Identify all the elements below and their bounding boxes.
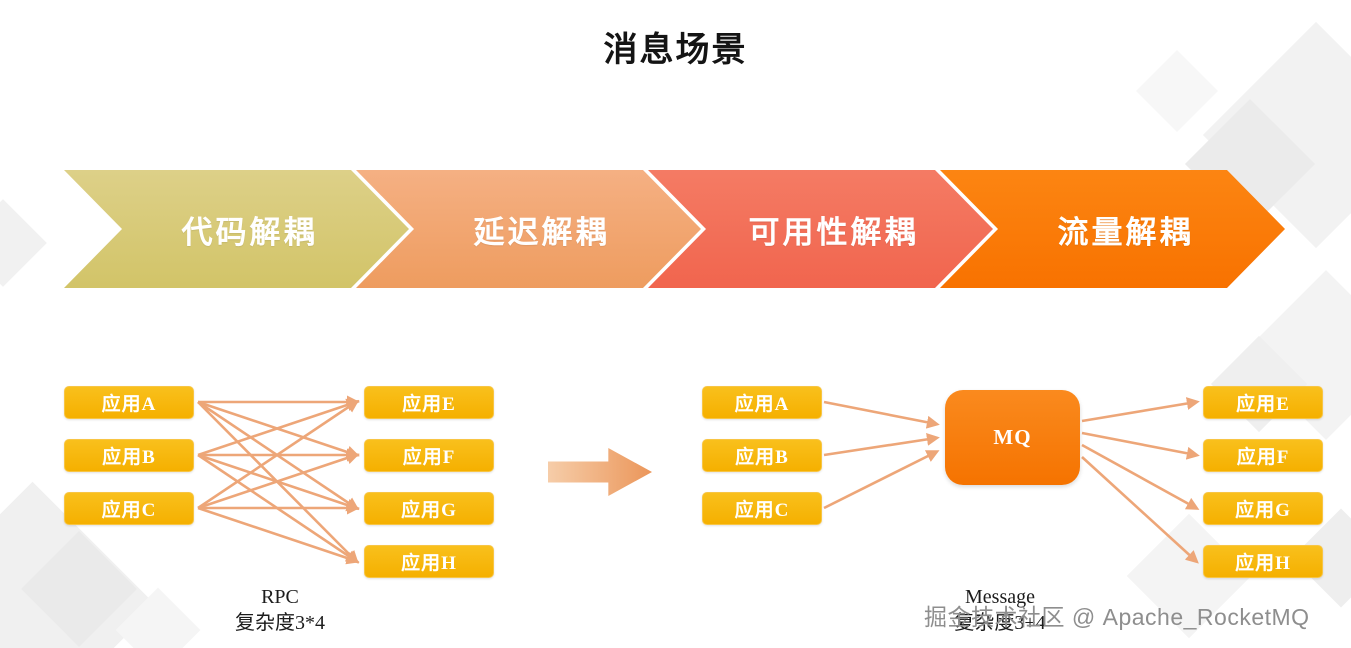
banner-label: 延迟解耦 — [473, 214, 610, 250]
mq-hub-box: MQ — [945, 390, 1080, 485]
app-box-g: 应用G — [1203, 492, 1323, 525]
connector-arrow — [1081, 456, 1199, 564]
app-box-c: 应用C — [64, 492, 194, 525]
app-box-b: 应用B — [64, 439, 194, 472]
app-box-f: 应用F — [1203, 439, 1323, 472]
connector-arrow — [197, 451, 360, 510]
rpc-caption: RPC 复杂度3*4 — [180, 584, 380, 636]
app-box-h: 应用H — [1203, 545, 1323, 578]
connector-arrow — [197, 400, 360, 511]
connector-arrow — [197, 453, 360, 512]
rpc-caption-line2: 复杂度3*4 — [235, 612, 325, 634]
connector-arrow — [197, 400, 360, 459]
app-box-h: 应用H — [364, 545, 494, 578]
message-caption-line2: 复杂度3+4 — [954, 612, 1046, 634]
connector-arrow — [197, 401, 359, 564]
message-caption-line1: Message — [965, 586, 1035, 608]
message-caption: Message 复杂度3+4 — [900, 584, 1100, 636]
app-box-e: 应用E — [1203, 386, 1323, 419]
app-box-g: 应用G — [364, 492, 494, 525]
connector-arrow — [1081, 431, 1200, 460]
page-title: 消息场景 — [603, 32, 748, 69]
rpc-caption-line1: RPC — [261, 586, 299, 608]
connector-arrow — [1081, 443, 1200, 510]
app-box-a: 应用A — [64, 386, 194, 419]
banner-code-decoupling: 代码解耦 — [64, 170, 409, 288]
background-shape — [0, 199, 47, 287]
background-shape — [21, 531, 137, 647]
connector-arrow — [823, 432, 940, 457]
connector-arrow — [197, 506, 360, 565]
connector-arrow — [197, 399, 360, 510]
app-box-c: 应用C — [702, 492, 822, 525]
app-box-b: 应用B — [702, 439, 822, 472]
connector-arrow — [197, 453, 360, 564]
app-box-f: 应用F — [364, 439, 494, 472]
watermark: 掘金技术社区 @ Apache_RocketMQ — [924, 604, 1310, 630]
app-box-a: 应用A — [702, 386, 822, 419]
banner-label: 可用性解耦 — [748, 214, 919, 250]
connector-arrow — [823, 400, 940, 429]
transform-arrow — [548, 448, 652, 496]
banner-label: 流量解耦 — [1057, 214, 1194, 250]
connector-arrow — [823, 450, 940, 510]
connector-arrow — [197, 398, 360, 457]
connector-arrow — [1081, 397, 1200, 423]
app-box-e: 应用E — [364, 386, 494, 419]
banner-label: 代码解耦 — [181, 214, 318, 250]
